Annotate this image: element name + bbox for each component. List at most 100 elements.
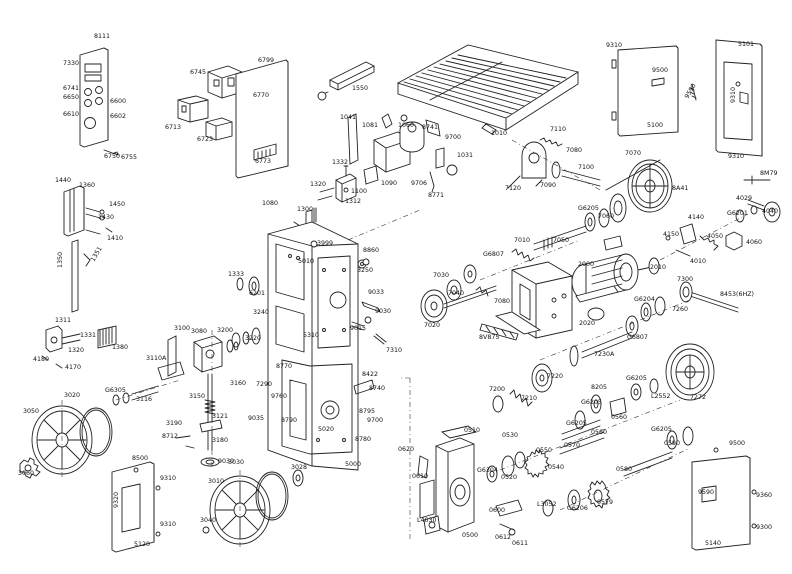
part-callout: G6205 xyxy=(578,205,599,212)
part-callout: 6610 xyxy=(63,111,79,118)
part-callout: 6770 xyxy=(253,92,269,99)
part-callout: 8780 xyxy=(355,436,371,443)
part-callout: 0540 xyxy=(548,464,564,471)
part-callout: 6773 xyxy=(255,158,271,165)
part-callout: 6602 xyxy=(110,113,126,120)
part-callout: 1380 xyxy=(112,344,128,351)
part-callout: 6745 xyxy=(190,69,206,76)
part-callout: 8205 xyxy=(591,384,607,391)
part-callout: 7050 xyxy=(553,237,569,244)
part-callout: 9320 xyxy=(113,492,120,508)
part-callout: 1031 xyxy=(457,152,473,159)
part-callout: 6755 xyxy=(121,154,137,161)
part-callout: 9760 xyxy=(271,393,287,400)
part-callout: 4040 xyxy=(762,208,778,215)
part-callout: 3100 xyxy=(174,325,190,332)
upper-shaft-parts xyxy=(463,208,610,284)
frame-fasteners xyxy=(231,240,387,348)
part-callout: 8M79 xyxy=(760,170,777,177)
part-callout: 7220 xyxy=(547,373,563,380)
part-callout: 3190 xyxy=(166,420,182,427)
cabinet-door-left xyxy=(111,461,161,553)
part-callout: 6600 xyxy=(110,98,126,105)
part-callout: 3220 xyxy=(245,335,261,342)
part-callout: 8770 xyxy=(276,363,292,370)
part-callout: G6807 xyxy=(483,251,504,258)
part-callout: 9300 xyxy=(756,524,772,531)
part-callout: 3028 xyxy=(291,464,307,471)
part-callout: 9590 xyxy=(698,489,714,496)
part-callout: 1410 xyxy=(107,235,123,242)
part-callout: G6201 xyxy=(727,210,748,217)
part-callout: 0580 xyxy=(616,466,632,473)
part-callout: 8790 xyxy=(281,417,297,424)
part-callout: 9700 xyxy=(445,134,461,141)
part-callout: 3121 xyxy=(212,413,228,420)
part-callout: 9035 xyxy=(248,415,264,422)
part-callout: 1333 xyxy=(228,271,244,278)
part-callout: 4060 xyxy=(746,239,762,246)
part-callout: 1320 xyxy=(310,181,326,188)
part-callout: 3020 xyxy=(64,392,80,399)
electrical-components xyxy=(177,65,243,141)
part-callout: 1312 xyxy=(345,198,361,205)
part-callout: 1100 xyxy=(351,188,367,195)
part-callout: 4170 xyxy=(65,364,81,371)
side-door-right-top xyxy=(715,39,763,157)
part-callout: 3250 xyxy=(357,267,373,274)
part-callout: 1350 xyxy=(57,252,64,268)
part-callout: 5101 xyxy=(738,41,754,48)
part-callout: 0560 xyxy=(591,429,607,436)
part-callout: G6204 xyxy=(634,296,655,303)
part-callout: 7110 xyxy=(550,126,566,133)
part-callout: G6305 xyxy=(105,387,126,394)
part-callout: 7330 xyxy=(63,60,79,67)
part-callout: 8795 xyxy=(359,408,375,415)
table-trunnion xyxy=(347,113,458,193)
part-callout: 9310 xyxy=(160,475,176,482)
part-callout: 7080 xyxy=(494,298,510,305)
part-callout: 0610 xyxy=(412,473,428,480)
part-callout: 7272 xyxy=(690,394,706,401)
part-callout: 7090 xyxy=(540,182,556,189)
part-callout: 9015 xyxy=(350,325,366,332)
part-callout: G6807 xyxy=(627,334,648,341)
part-callout: 9030 xyxy=(218,458,234,465)
part-callout: 9310 xyxy=(728,153,744,160)
part-callout: 6201 xyxy=(249,290,265,297)
upper-pulley-group xyxy=(507,137,673,223)
part-callout: 7230A xyxy=(594,351,615,358)
part-callout: 7010 xyxy=(514,237,530,244)
part-callout: 9360 xyxy=(756,492,772,499)
part-callout: 9033 xyxy=(368,289,384,296)
part-callout: 5140 xyxy=(705,540,721,547)
part-callout: 1360 xyxy=(79,182,95,189)
part-callout: 7310 xyxy=(386,347,402,354)
blade-guard-slider xyxy=(317,61,376,101)
main-motor xyxy=(571,235,660,321)
control-panel xyxy=(79,47,119,156)
part-callout: 0550 xyxy=(536,447,552,454)
part-callout: 7120 xyxy=(505,185,521,192)
lower-drive-pulley xyxy=(569,281,739,401)
part-callout: 6650 xyxy=(63,94,79,101)
part-callout: 8740 xyxy=(369,385,385,392)
part-callout: 7200 xyxy=(489,386,505,393)
part-callout: 9500 xyxy=(729,440,745,447)
part-callout: 1041 xyxy=(340,114,356,121)
part-callout: 8422 xyxy=(362,371,378,378)
cabinet-door-right xyxy=(691,447,757,551)
part-callout: 0579 xyxy=(597,499,613,506)
part-callout: 0600 xyxy=(489,507,505,514)
part-callout: 8860 xyxy=(363,247,379,254)
part-callout: 5100 xyxy=(647,122,663,129)
part-callout: 1332 xyxy=(332,159,348,166)
part-callout: 3010 xyxy=(208,478,224,485)
upper-wheel xyxy=(19,405,113,479)
part-callout: 1440 xyxy=(55,177,71,184)
part-callout: 3110A xyxy=(146,355,167,362)
axis-lines xyxy=(61,139,749,550)
part-callout: 4150 xyxy=(663,231,679,238)
